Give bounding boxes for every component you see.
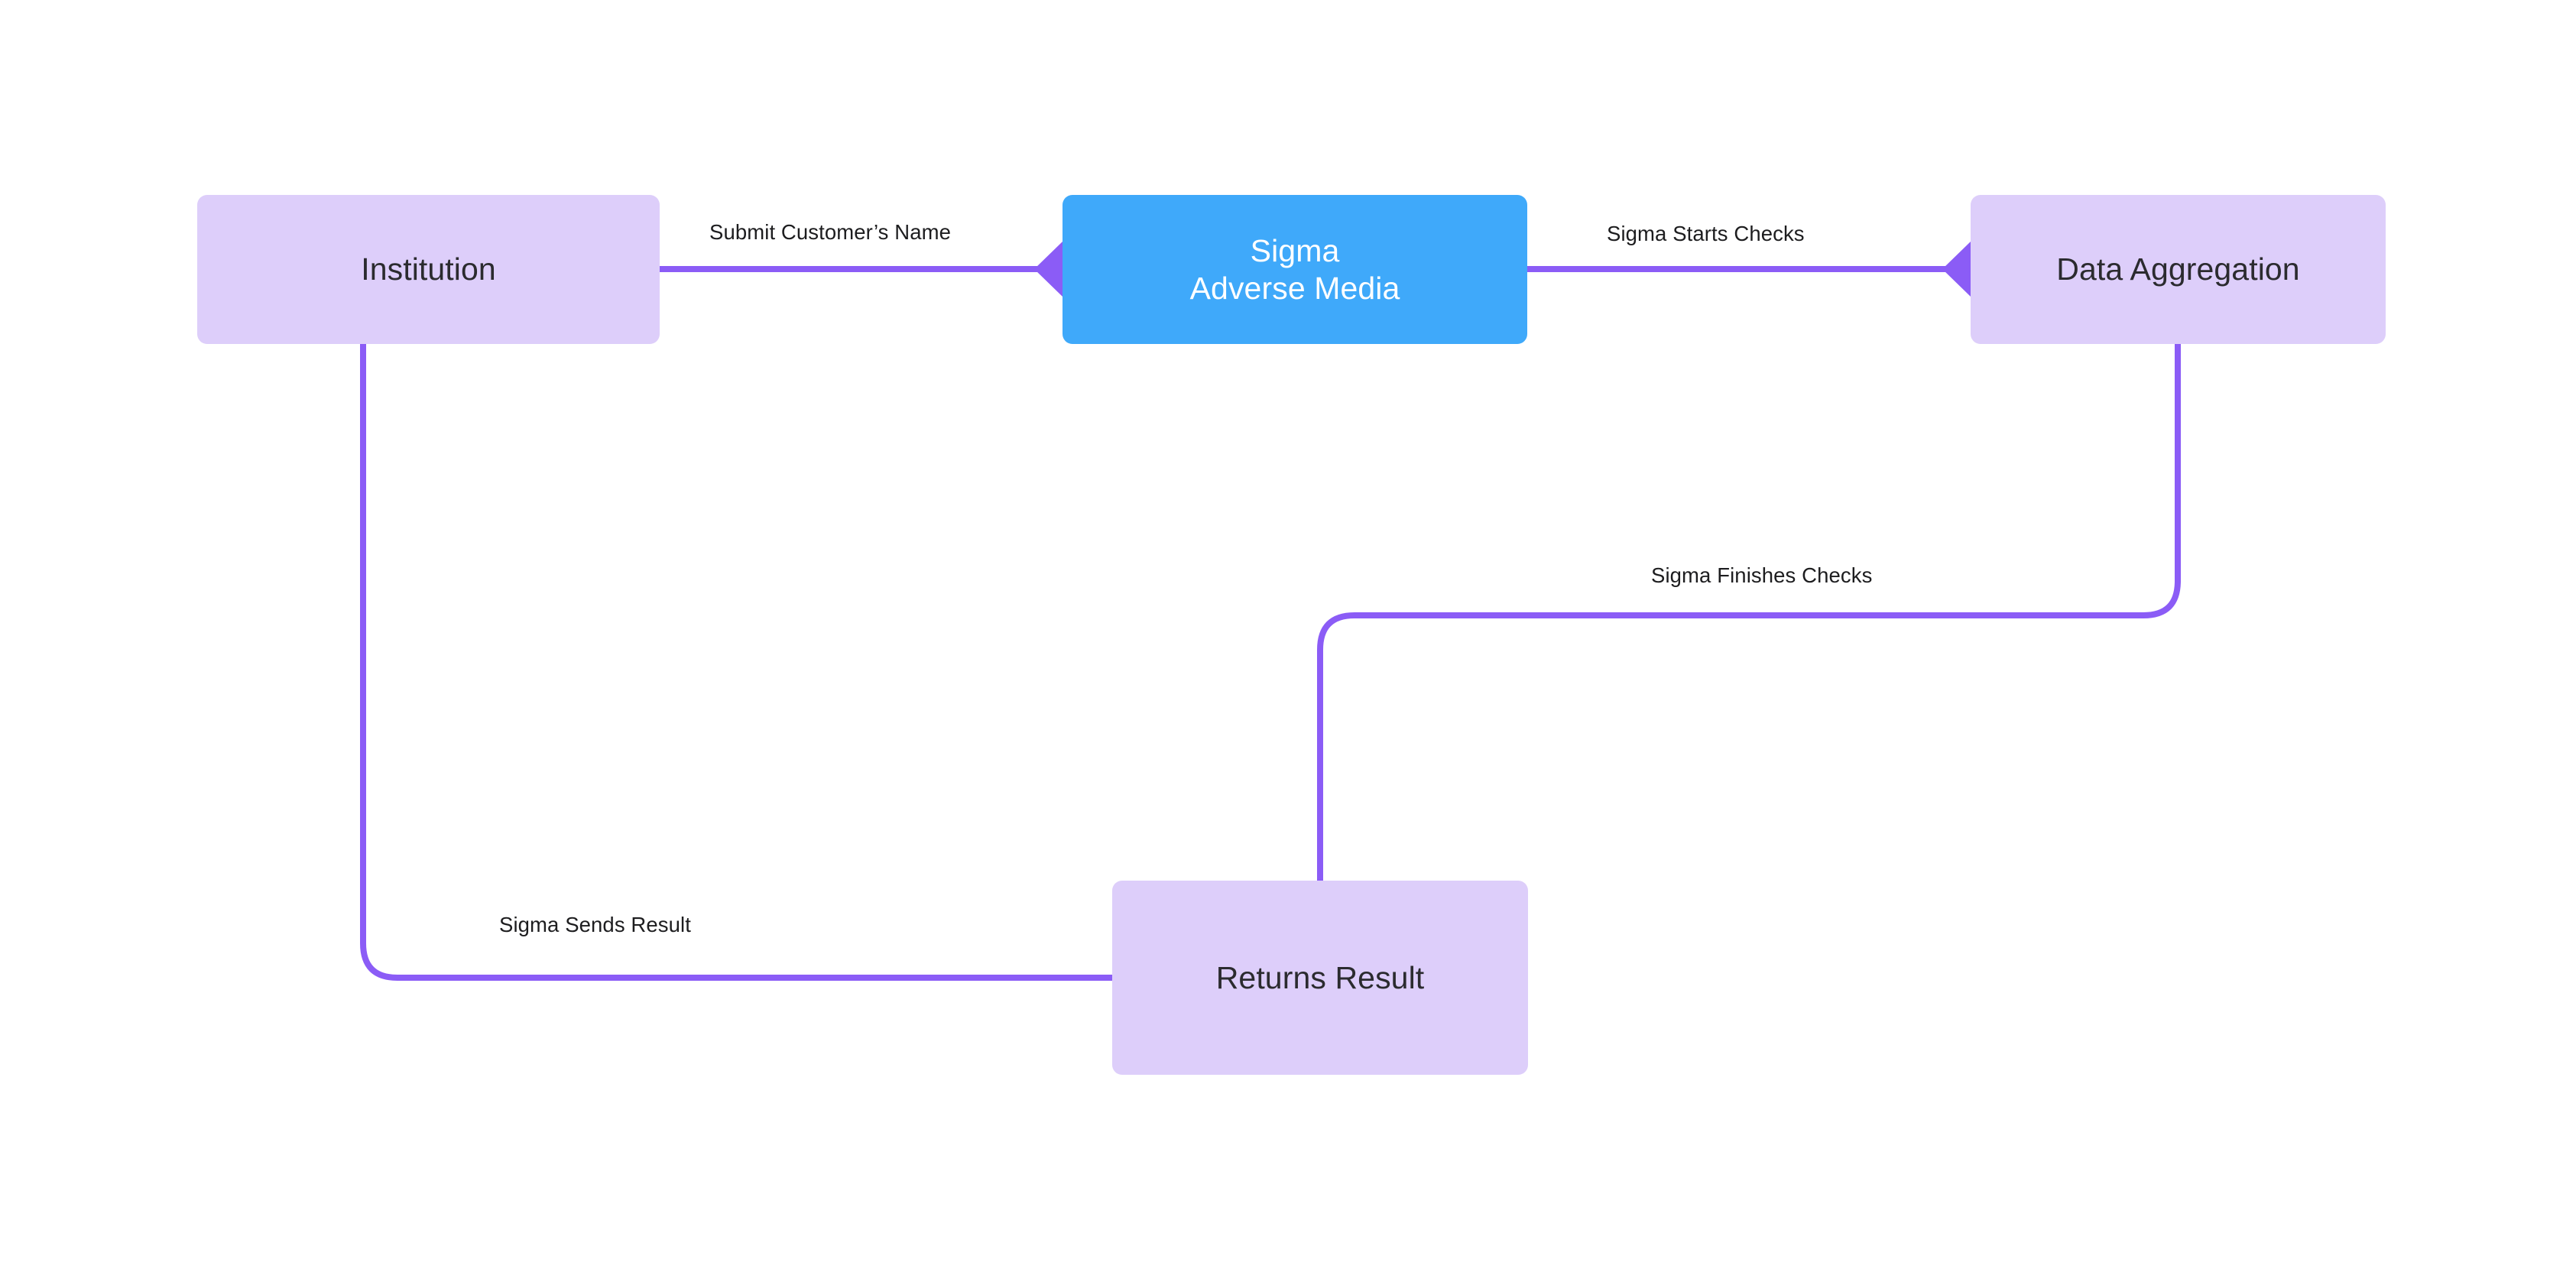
- edge-finishes-path: [1317, 341, 2181, 884]
- edge-submit-customers-name: [657, 242, 1091, 297]
- edge-label-sigma-sends-result: Sigma Sends Result: [499, 913, 691, 936]
- node-sigma-adverse-media[interactable]: Sigma Adverse Media: [1063, 195, 1527, 344]
- node-data-aggregation[interactable]: Data Aggregation: [1971, 195, 2386, 344]
- node-institution[interactable]: Institution: [197, 195, 660, 344]
- edge-sigma-starts-checks: [1524, 242, 1999, 297]
- node-returns-result[interactable]: Returns Result: [1112, 881, 1528, 1075]
- edge-label-submit-customers-name: Submit Customer’s Name: [709, 220, 952, 244]
- edge-label-sigma-finishes-checks: Sigma Finishes Checks: [1651, 563, 1873, 587]
- node-institution-label: Institution: [361, 251, 496, 287]
- node-sigma-label-line1: Sigma: [1250, 233, 1340, 269]
- edge-sigma-sends-result: [335, 288, 1115, 981]
- edge-sends-path: [360, 340, 1115, 981]
- edge-label-sigma-starts-checks: Sigma Starts Checks: [1607, 222, 1805, 245]
- node-returns-result-label: Returns Result: [1215, 959, 1425, 995]
- node-data-aggregation-label: Data Aggregation: [2056, 251, 2300, 287]
- node-sigma-label-line2: Adverse Media: [1189, 270, 1400, 306]
